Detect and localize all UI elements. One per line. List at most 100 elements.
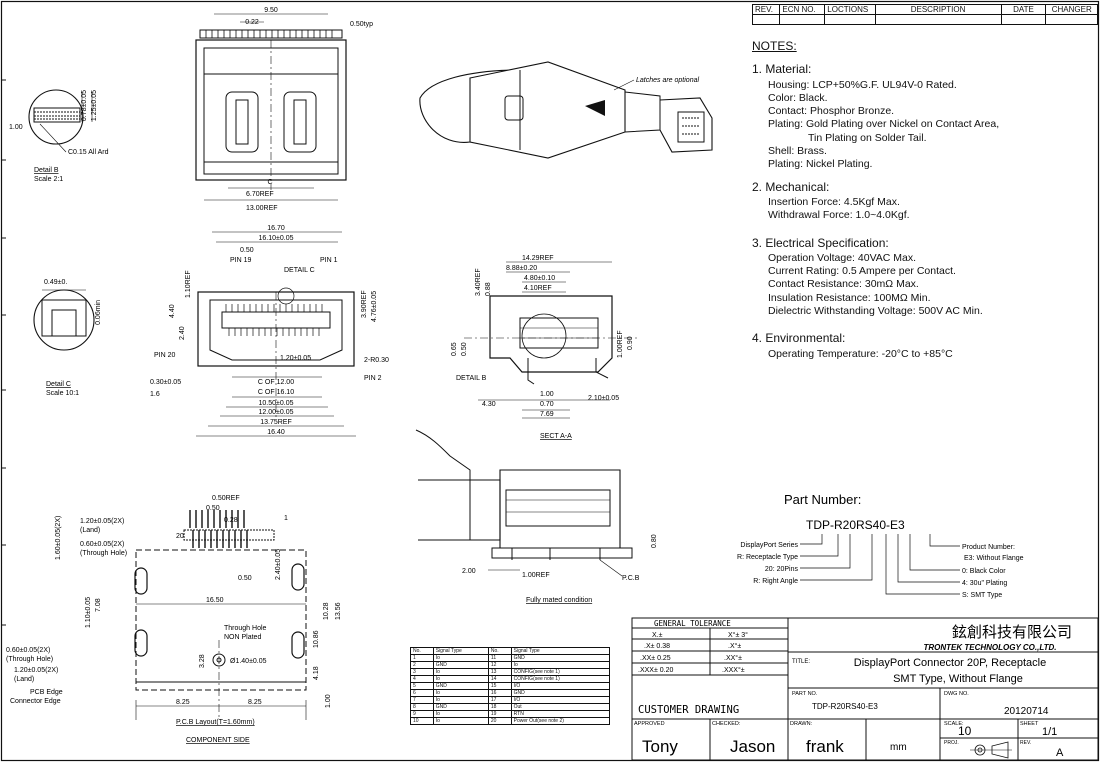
mated-dim-1: 2.00 xyxy=(462,568,476,575)
tol-r3c2: .XX°± xyxy=(724,654,742,662)
pcb-callout-4: (Through Hole) xyxy=(80,550,127,557)
signal-cell: Io xyxy=(432,668,489,676)
pcb-callout-10: 0.50 xyxy=(238,575,252,582)
pcb-callout-27: 8.25 xyxy=(248,699,262,706)
mated-view: 2.00 1.00REF P.C.B 0.80 Fully mated cond… xyxy=(415,429,658,604)
pcb-callout-28: 4.18 xyxy=(313,666,320,680)
pcb-callout-29: 1.60±0.05(2X) xyxy=(55,516,62,560)
signal-cell: 8 xyxy=(410,703,434,711)
top-dim-4: 6.70REF xyxy=(246,191,274,198)
front-dim-2: 16.10±0.05 xyxy=(259,235,294,242)
notes-title: NOTES: xyxy=(752,39,797,53)
pcb-callout-32: 1.00 xyxy=(325,694,332,708)
sect-dim-4: 4.10REF xyxy=(524,285,552,292)
notes-line: Dielectric Withstanding Voltage: 500V AC… xyxy=(768,305,983,318)
sheet-label: SHEET xyxy=(1020,721,1039,727)
sect-dim-8: 0.50 xyxy=(461,342,468,356)
pn-right-4: 4: 30u" Plating xyxy=(962,580,1007,587)
signal-cell: Io xyxy=(432,717,489,725)
title-block-grid xyxy=(631,617,1099,761)
sect-dim-16: 0.90 xyxy=(627,336,634,350)
front-dim-19: 12.00±0.05 xyxy=(259,409,294,416)
signal-cell: GND xyxy=(510,689,611,697)
pcb-callout-25: Connector Edge xyxy=(10,698,61,705)
signal-cell: CONFIG(see note 1) xyxy=(510,675,611,683)
sect-dim-10: 1.00 xyxy=(540,391,554,398)
signal-cell: GND xyxy=(432,661,489,669)
unit: mm xyxy=(890,742,907,753)
dwg-no-label: DWG NO. xyxy=(944,691,969,697)
pcb-callout-3: 0.60±0.05(2X) xyxy=(80,541,124,548)
front-pin-19: PIN 19 xyxy=(230,257,252,264)
pcb-callout-22: 1.20±0.05(2X) xyxy=(14,667,58,674)
detail-c-scale: Scale 10:1 xyxy=(46,390,79,397)
checked-label: CHECKED: xyxy=(712,721,741,727)
part-number-title: Part Number: xyxy=(784,492,861,507)
pcb-pin-1: 1 xyxy=(284,515,288,522)
tol-r1c1: X.± xyxy=(652,632,663,639)
notes-line: Current Rating: 0.5 Ampere per Contact. xyxy=(768,265,956,278)
revision-table: REV. ECN NO. LOCTIONS DESCRIPTION DATE C… xyxy=(751,4,1098,25)
signal-cell: 12 xyxy=(487,661,512,669)
detail-b-dim-4: C0.15 All Ard xyxy=(68,149,109,156)
signal-cell: 11 xyxy=(487,654,512,662)
signal-cell: GND xyxy=(510,654,611,662)
detail-b-view: 0.78±0.05 1.25±0.05 1.00 C0.15 All Ard D… xyxy=(9,89,109,183)
sect-label: SECT A-A xyxy=(540,433,572,440)
top-dim-1: 9.50 xyxy=(264,7,278,14)
front-dim-22: 3.90REF xyxy=(361,290,368,318)
signal-cell: Io xyxy=(432,675,489,683)
sect-dim-11: 0.70 xyxy=(540,401,554,408)
dwg-no: 20120714 xyxy=(1004,706,1049,717)
tolerance-title: GENERAL TOLERANCE xyxy=(654,619,731,628)
scale: 10 xyxy=(958,724,972,738)
pn-right-1: Product Number: xyxy=(962,544,1015,551)
rev-col-2: ECN NO. xyxy=(779,4,826,15)
rev: A xyxy=(1056,747,1064,759)
front-dim-11: 1.20±0.05 xyxy=(280,355,311,362)
part-no: TDP-R20RS40-E3 xyxy=(812,702,878,711)
signal-cell: 4 xyxy=(410,675,434,683)
tol-r4c1: .XXX± 0.20 xyxy=(638,667,673,674)
front-dim-21: 16.40 xyxy=(267,429,285,436)
pcb-label: P.C.B Layout(T=1.60mm) xyxy=(176,719,255,726)
signal-cell: 19 xyxy=(487,710,512,718)
notes-environmental-heading: 4. Environmental: xyxy=(752,331,846,346)
notes-mechanical-heading: 2. Mechanical: xyxy=(752,179,830,194)
pcb-callout-30: 1.10±0.05 xyxy=(85,597,92,628)
pcb-layout-view: 1.20±0.05(2X) (Land) 0.60±0.05(2X) (Thro… xyxy=(6,495,342,744)
tol-r1c2: X°± 3° xyxy=(728,631,748,639)
approved-name: Tony xyxy=(642,737,678,756)
pcb-callout-6: 0.50 xyxy=(206,505,220,512)
rev-col-5: DATE xyxy=(1000,4,1047,15)
pcb-callout-1: 1.20±0.05(2X) xyxy=(80,518,124,525)
signal-cell: Io xyxy=(432,689,489,697)
detail-b-scale: Scale 2:1 xyxy=(34,176,63,183)
pn-right-5: S: SMT Type xyxy=(962,592,1002,599)
front-dim-20: 13.75REF xyxy=(260,419,292,426)
projection-symbol-icon xyxy=(970,741,1012,759)
pcb-callout-17: 10.86 xyxy=(313,630,320,648)
front-dim-12: 2-R0.30 xyxy=(364,357,389,364)
sect-dim-14: 2.10±0.05 xyxy=(588,395,619,402)
top-dim-3: 0.50typ xyxy=(350,21,373,28)
sheet: 1/1 xyxy=(1042,726,1057,738)
notes-line: Contact Resistance: 30mΩ Max. xyxy=(768,278,919,291)
signal-cell: I/O xyxy=(510,696,611,704)
signal-cell: 2 xyxy=(410,661,434,669)
signal-cell: 17 xyxy=(487,696,512,704)
sect-detail-b: DETAIL B xyxy=(456,375,487,382)
notes-electrical-heading: 3. Electrical Specification: xyxy=(752,235,889,250)
company-cn: 鉉創科技有限公司 xyxy=(952,624,1072,641)
signal-cell: 7 xyxy=(410,696,434,704)
pcb-pin-20: 20 xyxy=(176,533,184,540)
notes-environmental: 4. Environmental: Operating Temperature:… xyxy=(752,332,1097,361)
part-no-label: PART NO. xyxy=(792,691,818,697)
pcb-callout-19: 13.56 xyxy=(335,602,342,620)
front-dim-7: 1.10REF xyxy=(185,270,192,298)
detail-c-label: Detail C xyxy=(46,381,71,388)
